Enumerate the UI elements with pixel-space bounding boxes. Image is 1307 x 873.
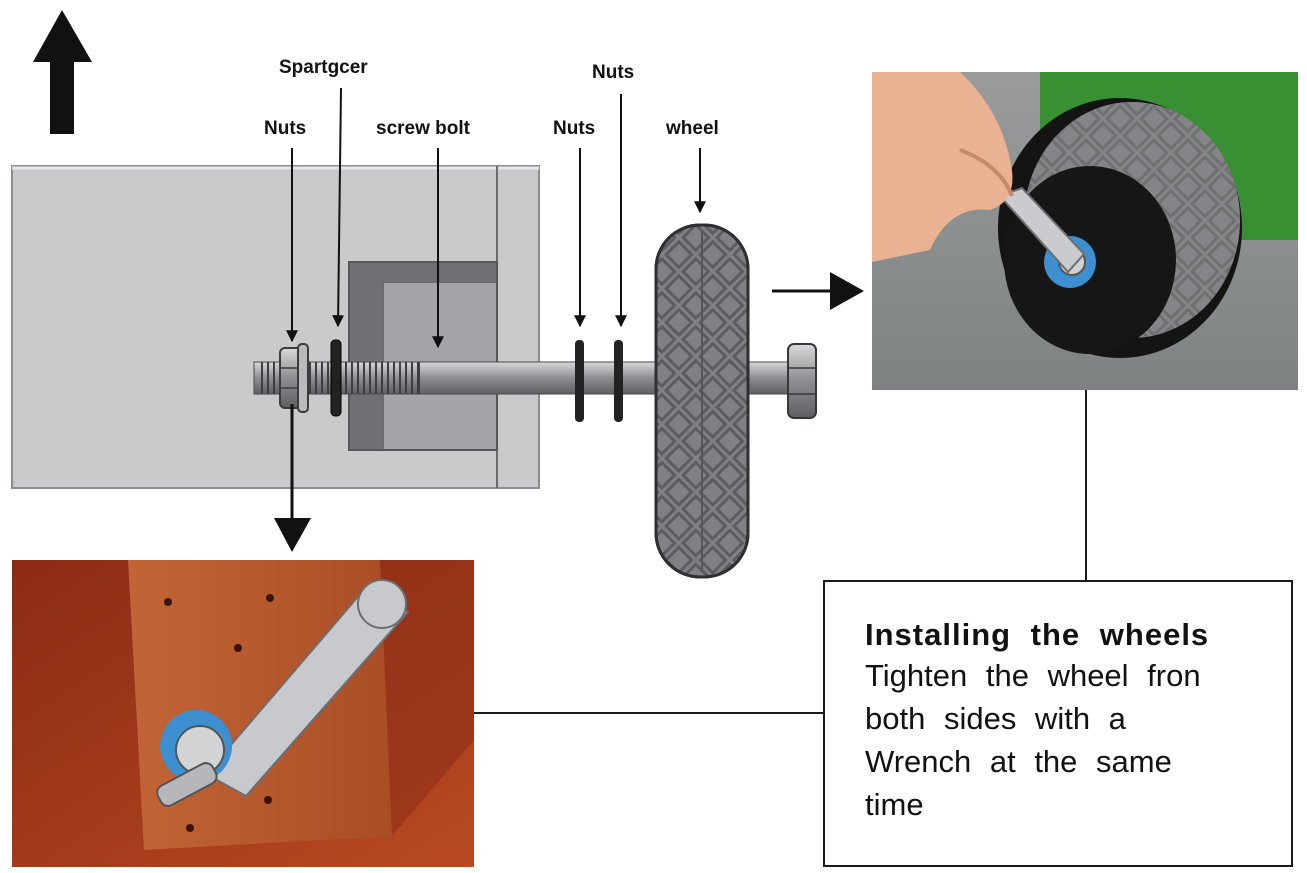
down-arrow-icon (274, 404, 311, 552)
washer-mid-2 (614, 340, 623, 422)
label-spacer: Spartgcer (279, 57, 368, 78)
instructions-title: Installing the wheels (865, 617, 1210, 652)
label-wheel: wheel (666, 118, 719, 139)
spacer-washer (330, 339, 342, 417)
mounting-block (348, 261, 498, 451)
left-washer (297, 343, 309, 413)
right-arrow-icon (772, 272, 864, 310)
label-nuts-top: Nuts (592, 62, 635, 83)
instructions-box: Installing the wheels Tighten the wheel … (823, 580, 1293, 867)
wheel-illustration (654, 223, 750, 579)
instructions-body: Tighten the wheel fron both sides with a… (865, 658, 1201, 822)
wood-post-photo (12, 560, 474, 867)
wheel-tightening-photo (872, 72, 1298, 390)
photo-wrench (998, 186, 1086, 274)
up-arrow-icon (33, 10, 92, 134)
bolt-head (787, 343, 817, 419)
label-pointers (286, 87, 706, 349)
photo-hand (872, 72, 1013, 262)
pointer-spacer (332, 87, 345, 328)
washer-mid-1 (575, 340, 584, 422)
label-screw-bolt: screw bolt (376, 118, 470, 139)
label-nuts-left: Nuts (264, 118, 307, 139)
label-nuts-mid: Nuts (553, 118, 596, 139)
